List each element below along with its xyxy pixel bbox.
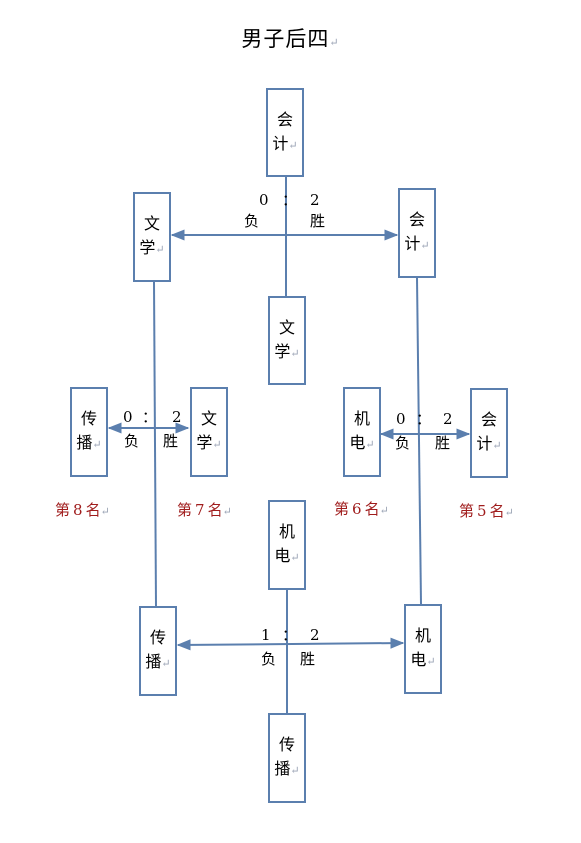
team-box-q1-right: 文学↵ bbox=[190, 387, 228, 477]
paragraph-mark: ↵ bbox=[329, 36, 340, 49]
paragraph-mark: ↵ bbox=[365, 438, 375, 451]
top-right-score: 2 bbox=[310, 191, 320, 209]
box-char: 电↵ bbox=[410, 650, 436, 669]
rank-suffix: 名 bbox=[364, 500, 380, 518]
box-char: 文 bbox=[143, 214, 160, 233]
box-char: 机 bbox=[414, 626, 431, 645]
team-box-left-top: 文学↵ bbox=[133, 192, 171, 282]
team-box-bottom-a: 机电↵ bbox=[268, 500, 306, 590]
q2-colon: ： bbox=[416, 410, 432, 428]
top-left-result: 负 bbox=[244, 212, 260, 230]
right-connector-line bbox=[416, 277, 422, 605]
box-char: 电↵ bbox=[274, 546, 300, 565]
box-char: 播↵ bbox=[274, 759, 300, 778]
rank-prefix: 第 bbox=[334, 500, 350, 518]
paragraph-mark: ↵ bbox=[420, 239, 430, 252]
team-box-right-bottom: 机电↵ bbox=[404, 604, 442, 694]
q2-right-result: 胜 bbox=[435, 434, 451, 452]
top-colon: ： bbox=[282, 191, 298, 209]
team-box-bottom-b: 传播↵ bbox=[268, 713, 306, 803]
box-char: 计↵ bbox=[404, 234, 430, 253]
paragraph-mark: ↵ bbox=[212, 438, 222, 451]
q1-right-score: 2 bbox=[172, 408, 182, 426]
rank-prefix: 第 bbox=[459, 502, 475, 520]
q1-colon: ： bbox=[142, 408, 158, 426]
paragraph-mark: ↵ bbox=[100, 505, 110, 518]
box-char: 会 bbox=[276, 109, 293, 129]
paragraph-mark: ↵ bbox=[290, 764, 300, 777]
q1-left-score: 0 bbox=[123, 408, 133, 426]
box-char: 传 bbox=[80, 409, 97, 428]
left-connector-line bbox=[153, 281, 157, 608]
rank-prefix: 第 bbox=[55, 501, 71, 519]
box-char: 学↵ bbox=[196, 433, 222, 452]
q2-left-score: 0 bbox=[396, 410, 406, 428]
box-char: 文 bbox=[278, 317, 295, 337]
team-box-q2-left: 机电↵ bbox=[343, 387, 381, 477]
box-char: 机 bbox=[353, 409, 370, 428]
bottom-right-result: 胜 bbox=[300, 650, 316, 668]
box-char: 文 bbox=[200, 409, 217, 428]
team-box-right-top: 会计↵ bbox=[398, 188, 436, 278]
team-box-top-a: 会计↵ bbox=[266, 88, 304, 177]
q2-right-score: 2 bbox=[443, 410, 453, 428]
rank-number: 8 bbox=[73, 501, 83, 519]
box-char: 计↵ bbox=[272, 133, 298, 153]
box-char: 播↵ bbox=[76, 433, 102, 452]
paragraph-mark: ↵ bbox=[290, 551, 300, 564]
paragraph-mark: ↵ bbox=[161, 657, 171, 670]
box-char: 传 bbox=[149, 628, 166, 647]
rank-suffix: 名 bbox=[85, 501, 101, 519]
q1-left-result: 负 bbox=[124, 432, 140, 450]
paragraph-mark: ↵ bbox=[290, 346, 300, 360]
rank-number: 5 bbox=[477, 502, 487, 520]
bottom-match-arrow bbox=[176, 637, 405, 651]
paragraph-mark: ↵ bbox=[504, 506, 514, 519]
paragraph-mark: ↵ bbox=[379, 504, 389, 517]
rank-number: 6 bbox=[352, 500, 362, 518]
paragraph-mark: ↵ bbox=[492, 439, 502, 452]
box-char: 电↵ bbox=[349, 433, 375, 452]
team-box-q1-left: 传播↵ bbox=[70, 387, 108, 477]
box-char: 传 bbox=[278, 735, 295, 754]
paragraph-mark: ↵ bbox=[426, 655, 436, 668]
page-title: 男子后四↵ bbox=[0, 23, 581, 53]
rank-prefix: 第 bbox=[177, 501, 193, 519]
bottom-colon: ： bbox=[282, 626, 298, 644]
box-char: 播↵ bbox=[145, 652, 171, 671]
paragraph-mark: ↵ bbox=[288, 138, 298, 152]
rank-suffix: 名 bbox=[489, 502, 505, 520]
bottom-left-score: 1 bbox=[261, 626, 271, 644]
box-char: 会 bbox=[480, 410, 497, 429]
q2-left-result: 负 bbox=[395, 434, 411, 452]
team-box-top-b: 文学↵ bbox=[268, 296, 306, 385]
title-text: 男子后四 bbox=[241, 27, 330, 51]
paragraph-mark: ↵ bbox=[155, 243, 165, 256]
box-char: 学↵ bbox=[139, 238, 165, 257]
rank-number: 7 bbox=[195, 501, 205, 519]
top-right-result: 胜 bbox=[310, 212, 326, 230]
box-char: 机 bbox=[278, 522, 295, 541]
box-char: 会 bbox=[408, 210, 425, 229]
bottom-left-result: 负 bbox=[261, 650, 277, 668]
q1-right-result: 胜 bbox=[163, 432, 179, 450]
paragraph-mark: ↵ bbox=[222, 505, 232, 518]
box-char: 计↵ bbox=[476, 434, 502, 453]
top-left-score: 0 bbox=[259, 191, 269, 209]
paragraph-mark: ↵ bbox=[92, 438, 102, 451]
team-box-q2-right: 会计↵ bbox=[470, 388, 508, 478]
team-box-left-bottom: 传播↵ bbox=[139, 606, 177, 696]
box-char: 学↵ bbox=[274, 341, 300, 361]
bottom-right-score: 2 bbox=[310, 626, 320, 644]
rank-suffix: 名 bbox=[207, 501, 223, 519]
